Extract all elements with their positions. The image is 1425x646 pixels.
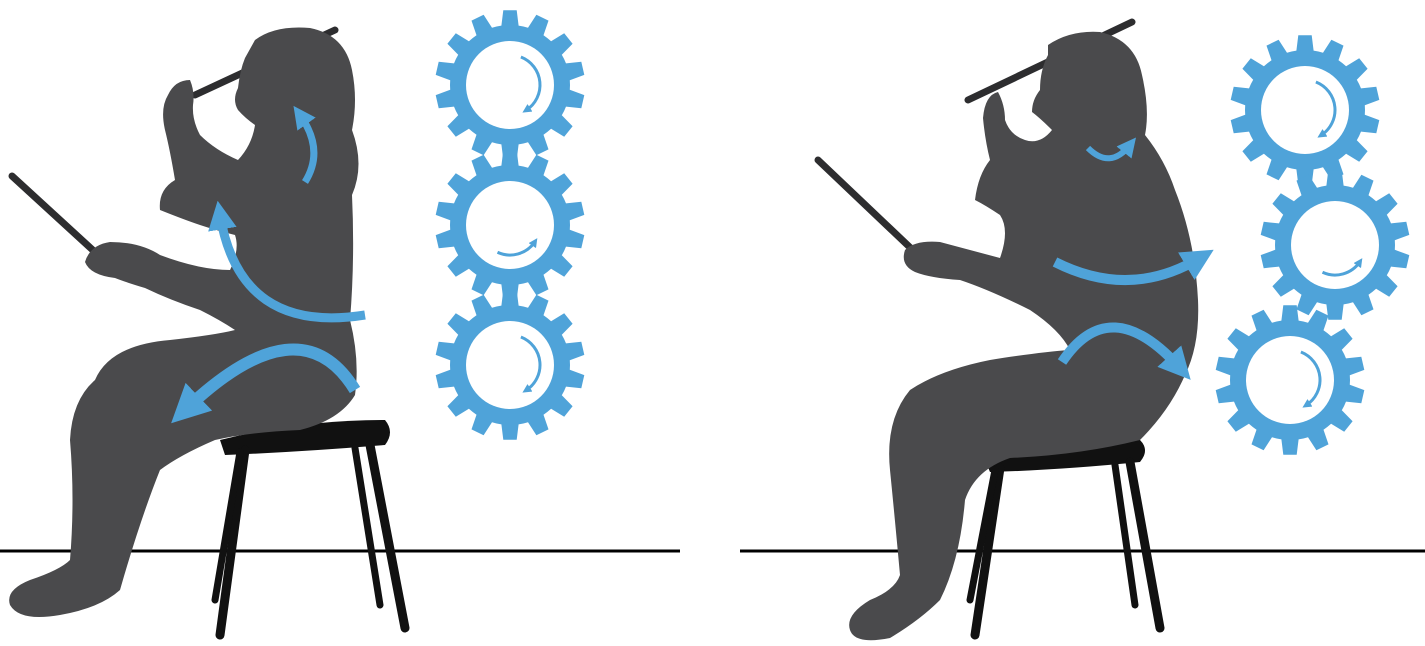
person-silhouette-slouched: [9, 28, 358, 618]
gear-icon: [436, 10, 585, 159]
rod: [818, 160, 918, 255]
stool: [970, 440, 1160, 635]
stool: [215, 420, 405, 635]
gear-stack: [436, 10, 585, 439]
gear-icon: [1261, 170, 1410, 319]
gear-stack: [1216, 35, 1410, 454]
gear-icon: [436, 290, 585, 439]
gear-icon: [436, 150, 585, 299]
left-panel: [0, 10, 680, 635]
right-panel: [740, 22, 1425, 640]
gear-icon: [1231, 35, 1380, 184]
gear-icon: [1216, 305, 1365, 454]
